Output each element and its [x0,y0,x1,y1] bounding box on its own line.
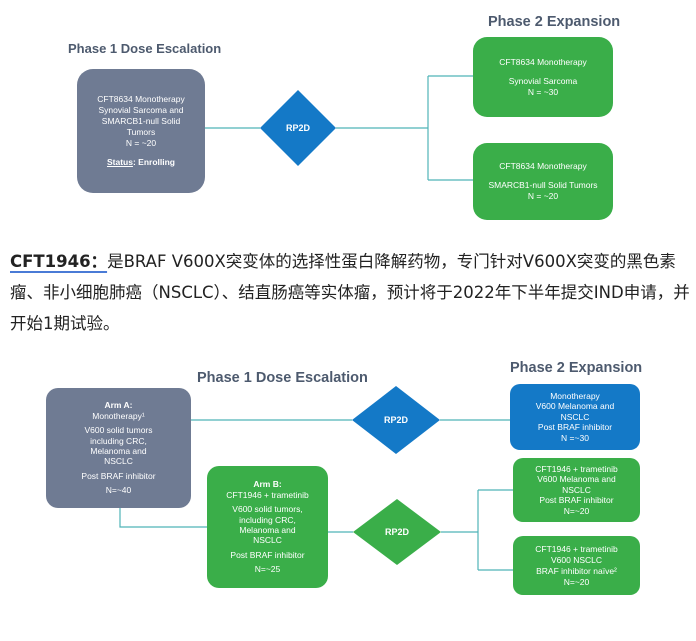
arm-a-line: Monotherapy¹ [92,410,145,421]
exp-combo2-line: BRAF inhibitor naïve² [536,565,617,576]
arm-b-title: Arm B: [253,479,282,490]
box-b-title: CFT8634 Monotherapy [499,161,587,171]
top-phase2-title: Phase 2 Expansion [488,14,621,30]
box-b-n: N = ~20 [527,191,559,201]
top-rp2d-label: RP2D [285,123,310,133]
top-phase1-line: N = ~20 [125,138,157,148]
description-paragraph: CFT1946：是BRAF V600X突变体的选择性蛋白降解药物，专门针对V60… [10,246,690,339]
arm-a-line: including CRC, [90,435,147,446]
box-a-n: N = ~30 [527,86,559,97]
top-phase1-box: CFT8634 Monotherapy Synovial Sarcoma and… [77,69,205,193]
status-label: Status [106,157,133,167]
arm-b-line: Melanoma and [239,525,296,535]
arm-a-line: Melanoma and [90,446,147,456]
status-value: : Enrolling [132,157,175,167]
top-phase1-title: Phase 1 Dose Escalation [68,41,222,56]
arm-b-line: including CRC, [239,514,296,525]
connector-arm-a-to-arm-b [119,507,207,528]
top-expansion-box-b: CFT8634 Monotherapy SMARCB1-null Solid T… [473,143,613,220]
arm-a-box: Arm A: Monotherapy¹ V600 solid tumors in… [46,388,191,508]
exp-mono-line: Post BRAF inhibitor [537,422,613,433]
arm-b-box: Arm B: CFT1946 + trametinib V600 solid t… [207,466,328,588]
top-phase1-line: CFT8634 Monotherapy [97,94,185,104]
arm-a-line: Post BRAF inhibitor [81,470,156,481]
exp-mono-line: N =~30 [561,432,589,443]
exp-combo2-line: N=~20 [563,576,590,587]
expansion-mono-box: Monotherapy V600 Melanoma and NSCLC Post… [510,384,640,450]
arm-b-line: CFT1946 + trametinib [226,489,309,500]
bottom-rp2d-diamond-a: RP2D [352,386,440,454]
arm-a-line: N=~40 [105,485,132,496]
exp-combo1-line: CFT1946 + trametinib [535,463,618,474]
arm-b-line: Post BRAF inhibitor [230,549,305,560]
exp-mono-line: NSCLC [560,411,590,422]
arm-a-line: NSCLC [104,456,133,467]
top-rp2d-diamond: RP2D [260,90,336,166]
paragraph-lead: CFT1946： [10,252,108,271]
exp-combo1-line: NSCLC [562,484,591,495]
rp2d-b-label: RP2D [384,527,409,537]
exp-mono-line: Monotherapy [550,390,600,401]
exp-combo1-line: V600 Melanoma and [537,474,616,485]
top-phase1-line: Synovial Sarcoma and [98,105,184,115]
arm-b-line: N=~25 [254,564,281,575]
bottom-rp2d-diamond-b: RP2D [353,499,441,565]
exp-combo1-line: N=~20 [563,505,590,516]
exp-mono-line: V600 Melanoma and [535,401,615,412]
bottom-phase2-title: Phase 2 Expansion [510,360,643,376]
bottom-phase1-title: Phase 1 Dose Escalation [197,370,368,386]
exp-combo1-line: Post BRAF inhibitor [539,495,614,506]
top-phase1-status: Status: Enrolling [107,157,175,168]
top-phase1-line: SMARCB1-null Solid [101,116,181,126]
exp-combo2-line: CFT1946 + trametinib [535,543,618,554]
arm-b-line: NSCLC [253,535,282,546]
rp2d-a-label: RP2D [383,415,408,425]
arm-a-line: V600 solid tumors [84,425,153,436]
box-a-sub: Synovial Sarcoma [508,75,578,86]
top-expansion-box-a: CFT8634 Monotherapy Synovial Sarcoma N =… [473,37,613,117]
exp-combo2-line: V600 NSCLC [550,554,603,565]
box-a-title: CFT8634 Monotherapy [499,56,587,67]
arm-a-title: Arm A: [104,400,133,411]
expansion-combo1-box: CFT1946 + trametinib V600 Melanoma and N… [513,458,640,522]
expansion-combo2-box: CFT1946 + trametinib V600 NSCLC BRAF inh… [513,536,640,595]
top-phase1-line: Tumors [126,127,156,137]
paragraph-text: 是BRAF V600X突变体的选择性蛋白降解药物，专门针对V600X突变的黑色素… [10,252,690,333]
arm-b-line: V600 solid tumors, [232,504,303,515]
box-b-sub: SMARCB1-null Solid Tumors [488,180,598,190]
